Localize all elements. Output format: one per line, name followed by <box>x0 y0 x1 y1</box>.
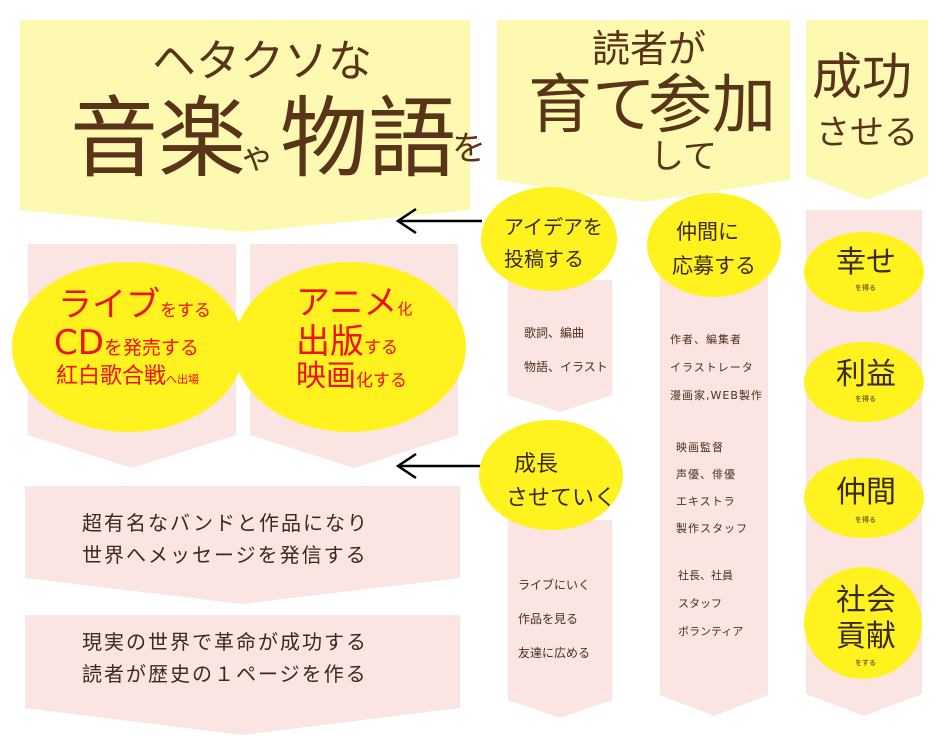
pink-panel-box-1 <box>25 486 460 604</box>
list-item: 声優、俳優 <box>676 468 736 481</box>
header-story: 物語 <box>280 87 457 190</box>
col2-oval-top-line1: 仲間に <box>676 220 739 244</box>
list-item: イラストレータ <box>670 361 754 374</box>
pink-strip-col1-top <box>508 280 612 412</box>
header-music: 音楽 <box>70 87 247 190</box>
col3-friends-sub: を得る <box>855 516 876 524</box>
col2-group1: 作者、編集者 イラストレータ 漫画家,WEB製作 <box>670 331 763 403</box>
list-item: 製作スタッフ <box>676 522 748 535</box>
col3-oval-friends <box>804 458 924 538</box>
result-oval-2 <box>234 262 466 432</box>
col1-items-top: 歌詞、編曲 物語、イラスト <box>524 324 608 375</box>
header-banner-left <box>20 20 470 232</box>
col3-oval-contribution <box>804 567 922 679</box>
header-seikou: 成功 <box>812 48 912 106</box>
header-banner-mid <box>497 20 790 202</box>
header-sanka: 参加 <box>648 69 776 143</box>
box2-line1: 現実の世界で革命が成功する <box>82 630 368 654</box>
col3-profit-sub: を得る <box>855 395 876 403</box>
col1-oval-top <box>481 187 617 291</box>
list-item: 漫画家,WEB製作 <box>670 389 763 402</box>
oval2-line3: 映画化する <box>296 359 407 394</box>
box1-line2: 世界へメッセージを発信する <box>82 543 368 567</box>
col3-happiness-main: 幸せ <box>836 245 896 280</box>
oval1-line1: ライブをする <box>58 285 211 325</box>
col3-happiness-sub: を得る <box>855 284 876 292</box>
header-wo: を <box>452 129 486 169</box>
pink-panel-box-2 <box>25 615 460 735</box>
col2-oval-top <box>647 193 781 297</box>
header-shite: して <box>650 137 717 177</box>
arrow-top <box>395 207 482 235</box>
col3-contribution-main2: 貢献 <box>836 619 896 654</box>
header-readers: 読者が <box>592 27 707 71</box>
list-item: 歌詞、編曲 <box>524 326 585 340</box>
oval1-line3: 紅白歌合戦へ出場 <box>56 364 200 389</box>
list-item: 社長、社員 <box>678 569 733 582</box>
col3-oval-profit <box>804 342 924 422</box>
header-line1: ヘタクソな <box>152 36 372 87</box>
col1-items-mid: ライブにいく 作品を見る 友達に広める <box>518 576 590 661</box>
oval1-line2: CDを発売する <box>54 323 199 363</box>
result-oval-1 <box>12 262 244 432</box>
col2-group3: 社長、社員 スタッフ ボランティア <box>678 567 743 639</box>
col1-oval-top-line2: 投稿する <box>504 247 584 271</box>
list-item: 物語、イラスト <box>524 360 608 374</box>
list-item: エキストラ <box>676 495 736 508</box>
col2-oval-top-line2: 応募する <box>672 254 756 278</box>
header-ya: ゃ <box>240 137 274 177</box>
list-item: 作者、編集者 <box>670 333 742 346</box>
col1-oval-mid-line1: 成長 <box>514 452 559 477</box>
col2-group2: 映画監督 声優、俳優 エキストラ 製作スタッフ <box>676 439 748 536</box>
col1-oval-top-line1: アイデアを <box>504 215 603 239</box>
oval2-line2: 出版する <box>296 322 398 362</box>
col3-oval-happiness <box>804 232 924 312</box>
list-item: スタッフ <box>678 597 722 610</box>
header-saseru: させる <box>816 113 918 153</box>
pink-strip-col1-bottom <box>508 520 612 718</box>
list-item: 作品を見る <box>518 612 579 626</box>
list-item: ライブにいく <box>518 578 591 592</box>
box2-line2: 読者が歴史の１ページを作る <box>82 662 368 686</box>
oval2-line1: アニメ化 <box>296 283 413 323</box>
col3-contribution-main1: 社会 <box>836 583 896 618</box>
list-item: 映画監督 <box>676 441 724 454</box>
col1-oval-mid <box>479 420 623 530</box>
list-item: ボランティア <box>678 625 744 638</box>
col1-oval-mid-line2: させていく <box>506 486 617 511</box>
header-sodate: 育て <box>528 69 656 143</box>
list-item: 友達に広める <box>518 646 591 660</box>
header-banner-right <box>806 20 928 200</box>
col3-friends-main: 仲間 <box>836 475 896 510</box>
col3-profit-main: 利益 <box>836 357 896 392</box>
col3-contribution-sub: をする <box>855 659 876 667</box>
arrow-bottom <box>395 452 482 480</box>
pink-strip-col2 <box>660 260 768 716</box>
box1-line1: 超有名なバンドと作品になり <box>82 511 369 535</box>
